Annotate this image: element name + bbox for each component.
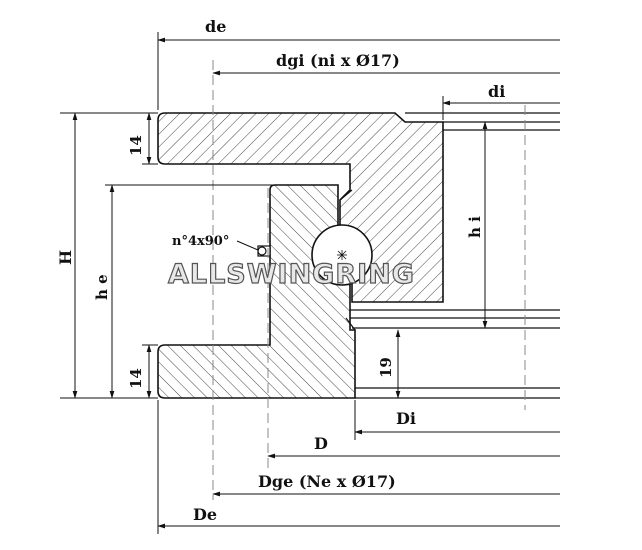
ball-center-mark [337, 250, 347, 260]
bore-lines-top [405, 112, 560, 131]
inner-ring-section [157, 184, 356, 399]
grease-nipple-icon [257, 245, 271, 257]
label-height-bottom: 14 [127, 368, 145, 389]
label-H: H [56, 250, 75, 265]
label-Di: Di [396, 409, 416, 428]
label-he: h e [93, 274, 111, 300]
vertical-dimension-lines [60, 112, 488, 399]
watermark-text: ALLSWINGRING [168, 259, 415, 290]
label-Dge: Dge (Ne x Ø17) [258, 472, 396, 491]
bore-lines-bottom [355, 387, 560, 399]
label-De: De [193, 505, 217, 524]
label-D: D [314, 434, 328, 453]
label-di: di [488, 82, 505, 101]
label-dgi: dgi (ni x Ø17) [276, 51, 400, 70]
bolt-note-leader [236, 240, 259, 251]
label-hi: h i [466, 216, 484, 238]
bore-lines-middle [350, 309, 560, 329]
label-bolt-note: n°4x90° [172, 234, 229, 249]
label-de: de [205, 17, 226, 36]
seal-line-top [339, 189, 353, 201]
centerline-dashes [212, 60, 526, 500]
dimension-lines [157, 32, 560, 534]
label-height-top: 14 [127, 135, 145, 156]
label-height-19: 19 [377, 357, 395, 378]
